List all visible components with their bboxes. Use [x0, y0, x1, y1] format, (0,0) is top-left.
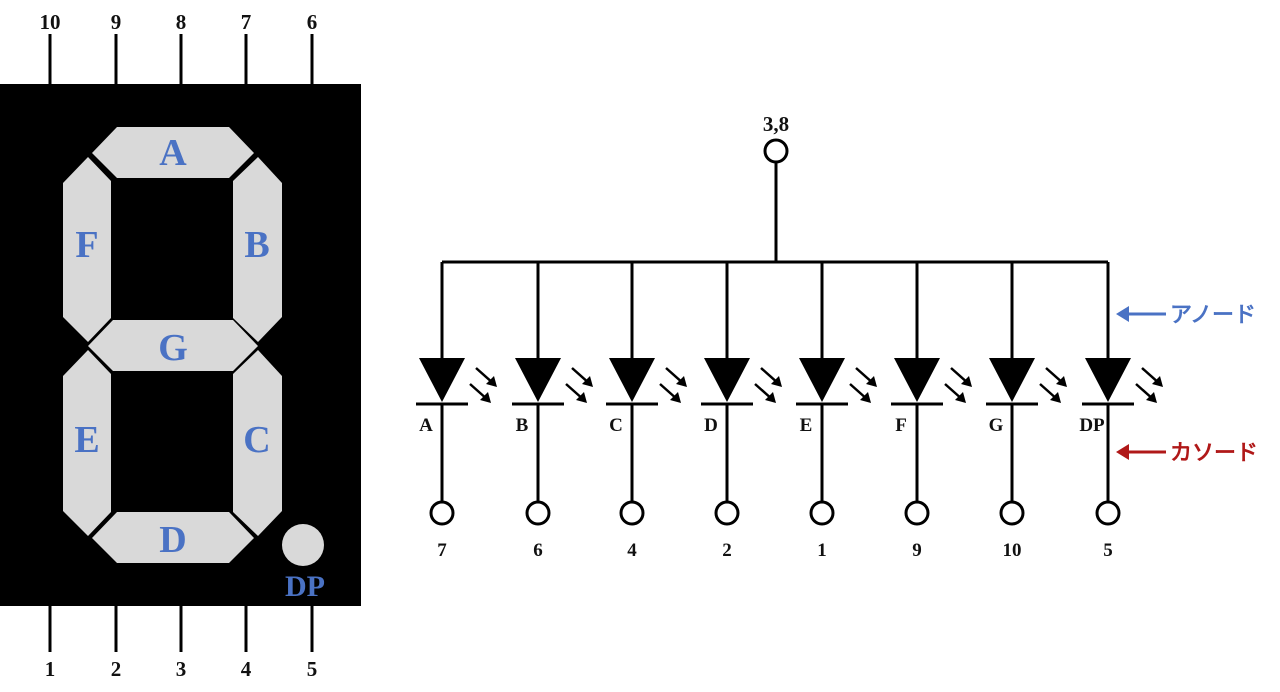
segment-e: [63, 350, 111, 536]
segment-label-g: G: [158, 327, 188, 369]
led-pin-terminal: [809, 500, 835, 526]
led-pin-number: 6: [533, 540, 543, 561]
segment-label-c: C: [243, 419, 270, 461]
segment-label-a: A: [159, 132, 187, 174]
bottom-pin-number: 1: [45, 657, 56, 681]
led-pin-number: 9: [912, 540, 922, 561]
light-arrow-icon: [860, 392, 871, 403]
light-arrow-icon: [1056, 376, 1067, 387]
diode-icon: [799, 358, 845, 402]
light-arrow-icon: [866, 376, 877, 387]
segment-b: [233, 157, 282, 342]
diode-icon: [609, 358, 655, 402]
led-column: C4: [606, 262, 687, 561]
top-pin-leads: [48, 34, 314, 84]
bottom-pin-number: 3: [176, 657, 187, 681]
led-column: E1: [796, 262, 877, 561]
led-segment-label: A: [419, 415, 433, 436]
diode-icon: [1085, 358, 1131, 402]
led-pin-terminal: [619, 500, 645, 526]
led-pin-number: 10: [1003, 540, 1022, 561]
bottom-pin-number: 5: [307, 657, 318, 681]
light-arrow-icon: [576, 392, 587, 403]
led-column: A7: [416, 262, 497, 561]
light-arrow-icon: [582, 376, 593, 387]
led-pin-terminal: [904, 500, 930, 526]
light-arrow-icon: [1050, 392, 1061, 403]
display-package: 10 9 8 7 6 1 2 3 4 5 A F B G E: [0, 10, 361, 681]
bottom-pin-number: 4: [241, 657, 252, 681]
light-arrow-icon: [961, 376, 972, 387]
segment-label-d: D: [159, 519, 186, 561]
bottom-pin-number: 2: [111, 657, 122, 681]
diode-icon: [989, 358, 1035, 402]
led-segment-label: G: [989, 415, 1004, 436]
light-arrow-icon: [676, 376, 687, 387]
cathode-arrowhead-icon: [1116, 444, 1129, 460]
diode-icon: [704, 358, 750, 402]
led-pin-number: 5: [1103, 540, 1113, 561]
cathode-indicator: カソード: [1116, 441, 1258, 466]
segment-a: [92, 127, 254, 178]
led-column: DP 5: [1079, 262, 1163, 561]
led-column: F9: [891, 262, 972, 561]
led-pin-number: 4: [627, 540, 637, 561]
led-pin-terminal: [999, 500, 1025, 526]
led-column: D2: [701, 262, 782, 561]
led-pin-number: 1: [817, 540, 827, 561]
led-segment-label: E: [800, 415, 813, 436]
anode-label: アノード: [1170, 303, 1256, 328]
segment-dp: [282, 524, 324, 566]
common-pin-label: 3,8: [763, 112, 789, 136]
led-pin-terminal: [1095, 500, 1121, 526]
light-arrow-icon: [480, 392, 491, 403]
segment-label-dp: DP: [285, 570, 325, 603]
segment-label-e: E: [74, 419, 99, 461]
diode-icon: [894, 358, 940, 402]
light-arrow-icon: [486, 376, 497, 387]
top-pin-number: 9: [111, 10, 122, 34]
anode-arrowhead-icon: [1116, 306, 1129, 322]
light-arrow-icon: [1152, 376, 1163, 387]
top-pin-number: 8: [176, 10, 187, 34]
top-pin-number: 7: [241, 10, 252, 34]
light-arrow-icon: [771, 376, 782, 387]
segment-labels: A F B G E C D DP: [74, 132, 325, 603]
led-segment-label: F: [895, 415, 907, 436]
segments: [63, 127, 324, 566]
segment-g: [88, 320, 258, 371]
segment-d: [92, 512, 254, 563]
cathode-label: カソード: [1170, 441, 1258, 466]
led-column: G 10: [986, 262, 1067, 561]
diode-icon: [515, 358, 561, 402]
led-pin-number: 2: [722, 540, 732, 561]
led-pin-number: 7: [437, 540, 447, 561]
led-segment-label: D: [704, 415, 718, 436]
diode-icon: [419, 358, 465, 402]
light-arrow-icon: [1146, 392, 1157, 403]
segment-f: [63, 157, 111, 342]
top-pin-number: 10: [40, 10, 61, 34]
anode-indicator: アノード: [1116, 303, 1256, 328]
led-pin-terminal: [429, 500, 455, 526]
top-pin-number: 6: [307, 10, 318, 34]
light-arrow-icon: [955, 392, 966, 403]
led-segment-label: C: [609, 415, 623, 436]
segment-c: [233, 350, 282, 536]
segment-label-b: B: [244, 224, 269, 266]
led-column: B6: [512, 262, 593, 561]
bottom-pin-leads: [48, 606, 314, 652]
light-arrow-icon: [765, 392, 776, 403]
led-segment-label: B: [516, 415, 529, 436]
led-segment-label: DP: [1079, 415, 1105, 436]
segment-label-f: F: [75, 224, 98, 266]
common-pin-terminal: [763, 138, 789, 164]
led-pin-terminal: [714, 500, 740, 526]
led-pin-terminal: [525, 500, 551, 526]
light-arrow-icon: [670, 392, 681, 403]
